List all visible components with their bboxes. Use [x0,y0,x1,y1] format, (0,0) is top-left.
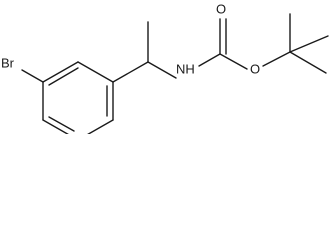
benzene-ring [42,61,114,134]
ring-bond-c2-c3 [77,61,114,83]
ring-double-bond-inner-3 [48,116,75,132]
oxygen-tertbutyl-bond [262,51,291,67]
chemical-structure-diagram: Br NH O O [1,1,329,134]
ring-double-bond-inner-1 [48,67,79,86]
carbonyl-ester-oxygen-bond [219,53,248,70]
ring-to-chiral-carbon-bond [112,61,149,83]
tertbutyl-methyl-right [289,35,329,53]
bromine-label: Br [1,55,15,70]
ring-bond-c5-c6 [42,119,69,134]
ring-bond-c4-c5 [87,119,114,134]
tertbutyl-methyl-down [289,51,327,74]
ring-bond-c1-c2 [42,61,79,83]
carbon-nitrogen-bond [147,61,177,79]
carbonyl-oxygen-label: O [216,1,226,16]
ester-oxygen-label: O [250,61,260,76]
nitrogen-carbonyl-bond [198,53,221,67]
c-br-bond [21,69,44,83]
nh-label: NH [176,61,195,76]
